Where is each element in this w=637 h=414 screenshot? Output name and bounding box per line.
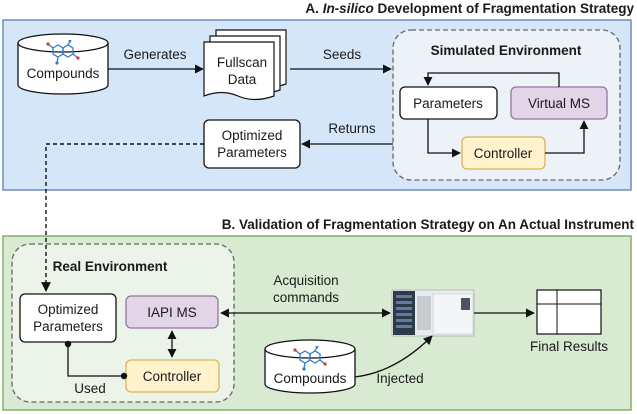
iapi-ms-box [125,295,219,329]
acquisition-label-line1: Acquisition [273,273,338,288]
fullscan-label-line1: Fullscan [217,55,267,70]
virtual-ms-to-parameters-arrow [423,72,560,87]
simulated-environment [392,29,621,181]
injected-label: Injected [376,371,423,386]
controller-label-real: Controller [143,369,202,384]
parameters-to-controller-arrow [427,119,461,158]
optimized-parameters-b-line2: Parameters [33,319,103,334]
panel-a-title: A. In-silico Development of Fragmentatio… [305,1,634,16]
injected-arrow [354,335,433,378]
mass-spectrometer-icon [391,289,475,337]
optimized-parameters-b-line1: Optimized [38,302,99,317]
used-connector-end-dot [120,372,128,380]
parameters-label: Parameters [413,96,483,111]
simulated-environment-title: Simulated Environment [431,43,582,58]
seeds-label: Seeds [323,47,362,62]
optimized-parameters-transfer-arrow [41,143,204,292]
parameters-box [399,86,498,120]
optimized-parameters-a-line2: Parameters [217,145,287,160]
acquisition-label-line2: commands [273,290,339,305]
returns-label: Returns [328,121,376,136]
panel-b-title: B. Validation of Fragmentation Strategy … [222,217,635,232]
compounds-database-b: Compounds [264,339,356,394]
controller-label-sim: Controller [474,146,533,161]
compounds-database: Compounds [17,33,109,95]
fullscan-label-line2: Data [228,72,257,87]
real-environment-title: Real Environment [53,259,168,274]
compounds-label-b: Compounds [274,371,347,386]
used-connector-start-dot [64,340,72,348]
used-connector [67,342,124,377]
generates-label: Generates [123,47,186,62]
used-label: Used [74,381,106,396]
iapi-ms-label: IAPI MS [147,305,197,320]
compounds-label: Compounds [27,66,100,81]
fullscan-data-documents: Fullscan Data [203,29,287,101]
results-table-icon [536,289,602,335]
controller-to-virtual-ms-arrow [545,120,589,154]
optimized-parameters-a-line1: Optimized [222,128,283,143]
virtual-ms-label: Virtual MS [528,96,590,111]
final-results-label: Final Results [530,339,608,354]
